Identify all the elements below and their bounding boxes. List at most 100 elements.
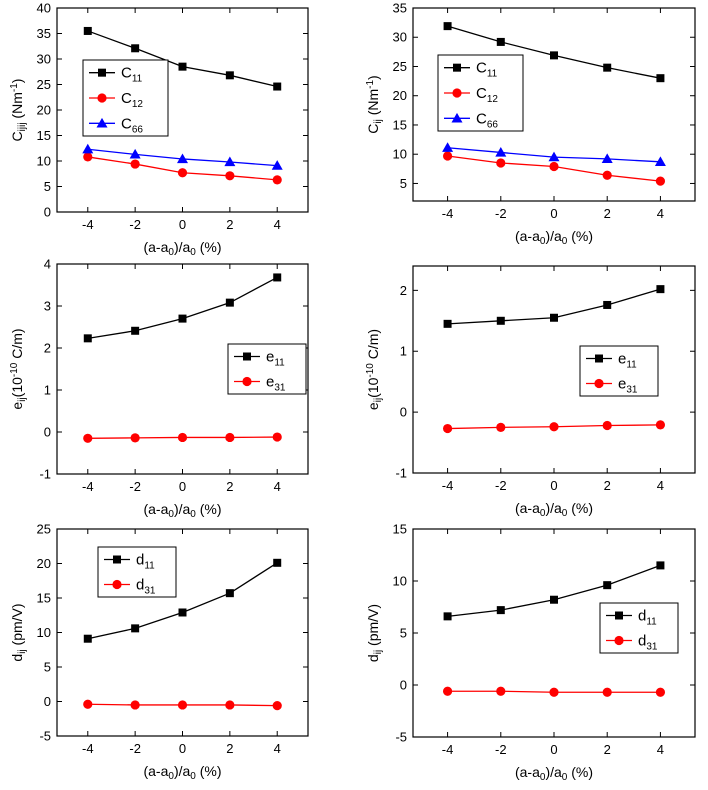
x-axis-label: (a-a0)/a0 (%) bbox=[143, 239, 221, 258]
data-point-C11 bbox=[656, 74, 665, 83]
y-tick-label: 15 bbox=[37, 128, 51, 143]
data-point-d31 bbox=[272, 701, 282, 711]
data-point-e31 bbox=[442, 423, 453, 434]
x-tick-label: 2 bbox=[226, 741, 233, 756]
y-tick-label: 20 bbox=[393, 88, 407, 103]
data-point-C12 bbox=[549, 161, 559, 172]
y-tick-label: 5 bbox=[400, 176, 407, 191]
y-tick-label: 0 bbox=[44, 694, 51, 709]
x-tick-label: -2 bbox=[129, 741, 141, 756]
x-tick-label: 2 bbox=[226, 217, 233, 232]
data-point-C11 bbox=[273, 82, 282, 91]
legend-label: e11 bbox=[266, 349, 285, 369]
x-tick-label: -4 bbox=[442, 206, 454, 221]
data-point-e31 bbox=[655, 420, 666, 430]
data-point-d31 bbox=[602, 687, 612, 697]
x-tick-label: -4 bbox=[82, 479, 94, 494]
x-tick-label: 0 bbox=[179, 479, 186, 494]
data-point-C12 bbox=[225, 171, 235, 181]
data-point-C66 bbox=[601, 153, 613, 164]
x-tick-label: -2 bbox=[495, 206, 507, 221]
data-point-C66 bbox=[495, 146, 507, 157]
x-tick-label: -4 bbox=[442, 742, 454, 757]
y-tick-label: 25 bbox=[37, 77, 51, 92]
data-point-d31 bbox=[442, 686, 453, 696]
data-point-d31 bbox=[83, 699, 93, 709]
data-point-C11 bbox=[496, 37, 505, 46]
data-point-C66 bbox=[177, 153, 188, 164]
y-axis-label: eij(10-10 C/m) bbox=[365, 329, 384, 410]
data-point-e31 bbox=[177, 432, 188, 443]
data-point-e31 bbox=[549, 422, 559, 432]
legend-marker bbox=[97, 93, 107, 103]
y-tick-label: 0 bbox=[44, 425, 51, 440]
y-tick-label: 1 bbox=[400, 344, 407, 359]
data-point-C11 bbox=[131, 44, 140, 53]
y-tick-label: 30 bbox=[37, 52, 51, 67]
y-tick-label: 3 bbox=[44, 299, 51, 314]
x-tick-label: -4 bbox=[82, 217, 94, 232]
data-point-C12 bbox=[496, 158, 506, 168]
x-tick-label: -4 bbox=[442, 478, 454, 493]
y-axis-label: Cij (Nm-1) bbox=[365, 75, 384, 133]
data-point-e31 bbox=[602, 420, 612, 431]
data-point-C12 bbox=[272, 175, 282, 185]
data-point-C11 bbox=[443, 22, 452, 31]
y-tick-label: 15 bbox=[393, 117, 407, 132]
data-point-e11 bbox=[603, 300, 612, 309]
data-point-C66 bbox=[224, 156, 236, 167]
y-tick-label: 2 bbox=[44, 341, 51, 356]
y-tick-label: 40 bbox=[37, 1, 51, 16]
legend-marker bbox=[96, 117, 108, 128]
x-tick-label: 2 bbox=[604, 742, 611, 757]
y-tick-label: 0 bbox=[44, 205, 51, 220]
data-point-d11 bbox=[83, 634, 92, 643]
y-tick-label: 15 bbox=[393, 522, 407, 537]
legend-marker bbox=[98, 68, 106, 77]
data-point-C12 bbox=[602, 170, 612, 180]
x-axis-label: (a-a0)/a0 (%) bbox=[143, 763, 221, 782]
data-point-d11 bbox=[131, 624, 140, 633]
x-tick-label: 0 bbox=[550, 742, 557, 757]
data-point-e11 bbox=[273, 273, 282, 282]
data-point-e31 bbox=[225, 432, 235, 443]
legend-marker bbox=[243, 352, 251, 361]
y-tick-label: -5 bbox=[39, 729, 51, 744]
data-point-C11 bbox=[550, 51, 558, 60]
y-tick-label: 20 bbox=[37, 556, 51, 571]
y-tick-label: 2 bbox=[400, 283, 407, 298]
data-point-d31 bbox=[177, 700, 188, 710]
data-point-d31 bbox=[130, 700, 140, 710]
x-tick-label: -2 bbox=[129, 217, 141, 232]
x-axis-label: (a-a0)/a0 (%) bbox=[515, 764, 593, 783]
data-point-e31 bbox=[272, 432, 282, 442]
legend-marker bbox=[451, 112, 463, 123]
legend-label: d11 bbox=[136, 552, 155, 572]
data-point-e11 bbox=[550, 313, 558, 322]
data-point-C11 bbox=[603, 63, 612, 72]
y-tick-label: 30 bbox=[393, 30, 407, 45]
y-tick-label: 20 bbox=[37, 103, 51, 118]
data-point-C11 bbox=[225, 71, 234, 80]
data-point-d31 bbox=[225, 700, 235, 710]
data-point-d11 bbox=[178, 608, 187, 617]
y-tick-label: 5 bbox=[44, 660, 51, 675]
x-tick-label: -4 bbox=[82, 741, 94, 756]
y-tick-label: 0 bbox=[400, 678, 407, 693]
y-tick-label: 0 bbox=[400, 405, 407, 420]
legend-label: C11 bbox=[121, 65, 143, 85]
legend-box bbox=[579, 345, 659, 397]
legend-marker bbox=[112, 579, 122, 590]
data-point-C11 bbox=[178, 62, 187, 71]
x-tick-label: 2 bbox=[226, 479, 233, 494]
y-tick-label: 35 bbox=[393, 1, 407, 16]
